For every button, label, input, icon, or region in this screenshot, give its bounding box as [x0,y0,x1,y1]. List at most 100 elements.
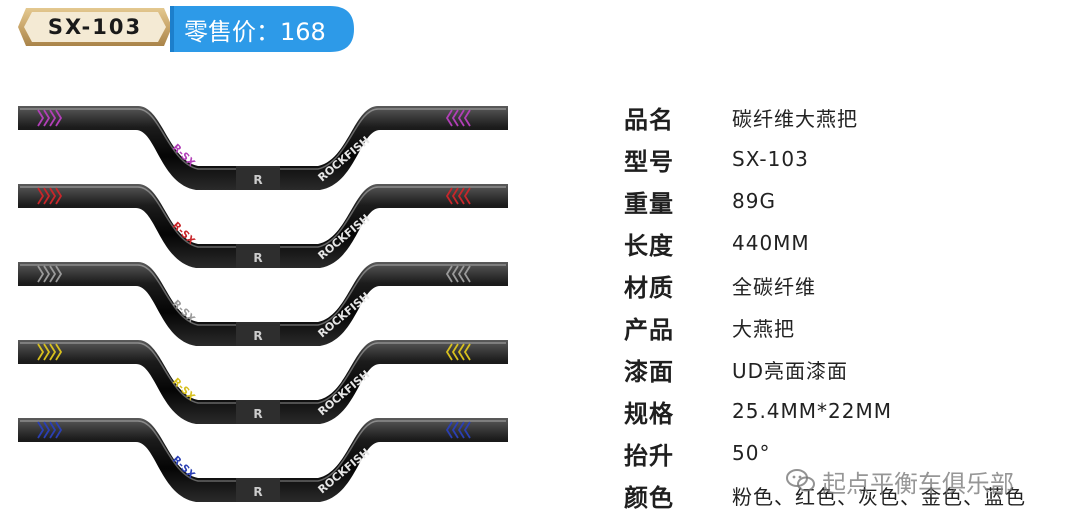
accent-chevron [445,109,453,127]
spec-label: 品名 [624,105,674,134]
price-label: 零售价：168 [184,17,326,46]
spec-label: 长度 [624,231,674,260]
accent-chevron [43,187,51,205]
brand-logo-icon: R [253,251,262,265]
clamp-section [236,166,280,190]
accent-chevron [49,109,57,127]
spec-label: 规格 [624,399,674,428]
wechat-icon [786,469,815,492]
spec-label: 产品 [624,315,674,344]
spec-list: 品名 碳纤维大燕把型号 SX-103 重量 89G 长度 440MM 材质 全碳纤维产品 大燕把漆… [624,96,1074,516]
accent-chevron [49,343,57,361]
accent-chevron [463,109,471,127]
spec-value: 粉色、红色、灰色、金色、蓝色 [732,484,1026,509]
handlebar-tube [18,106,508,190]
spec-label: 型号 [624,147,674,176]
spec-row: 重量 89G [624,180,1074,222]
brand-logo-icon: R [253,407,262,421]
brand-text: ROCKFISH [316,134,373,185]
spec-value: 25.4MM*22MM [732,399,893,423]
accent-chevron [457,265,465,283]
handlebar-tube [18,340,508,424]
accent-chevron [451,265,459,283]
clamp-section [236,322,280,346]
accent-chevron [463,265,471,283]
spec-value: UD亮面漆面 [732,358,849,383]
accent-chevron [43,109,51,127]
spec-row: 规格 25.4MM*22MM [624,390,1074,432]
accent-chevron [37,343,45,361]
accent-chevron [451,421,459,439]
accent-chevron [451,187,459,205]
accent-chevron [463,343,471,361]
accent-chevron [457,187,465,205]
accent-chevron [463,187,471,205]
accent-chevron [49,265,57,283]
spec-row: 材质 全碳纤维 [624,264,1074,306]
accent-chevron [55,343,63,361]
brand-text: ROCKFISH [316,368,373,419]
spec-label: 重量 [624,189,674,218]
accent-chevron [55,187,63,205]
spec-label: 漆面 [624,357,674,386]
brand-logo-icon: R [253,173,262,187]
model-badge-text: SX-103 [47,15,143,39]
brand-text: ROCKFISH [316,290,373,341]
handlebar-tube [18,184,508,268]
accent-chevron [43,265,51,283]
clamp-section [236,478,280,502]
price-badge: 零售价：168 [170,6,354,52]
accent-chevron [451,343,459,361]
spec-row: 颜色 粉色、红色、灰色、金色、蓝色 [624,474,1074,516]
model-badge: SX-103 [16,6,174,48]
accent-chevron [43,343,51,361]
clamp-section [236,400,280,424]
watermark-text: 起点平衡车俱乐部 [822,469,1014,498]
spec-row: 型号 SX-103 [624,138,1074,180]
spec-value: SX-103 [732,147,809,171]
accent-chevron [445,421,453,439]
accent-chevron [445,187,453,205]
spec-label: 颜色 [624,483,674,512]
accent-chevron [457,109,465,127]
accent-chevron [37,109,45,127]
watermark: 起点平衡车俱乐部 [786,464,1014,498]
spec-row: 品名 碳纤维大燕把 [624,96,1074,138]
spec-value: 碳纤维大燕把 [732,106,858,131]
spec-value: 440MM [732,231,810,255]
brand-text: ROCKFISH [316,446,373,497]
accent-chevron [43,421,51,439]
accent-chevron [451,109,459,127]
spec-label: 抬升 [624,441,674,470]
accent-chevron [37,265,45,283]
accent-chevron [37,421,45,439]
accent-chevron [55,265,63,283]
spec-value: 89G [732,189,776,213]
spec-row: 漆面 UD亮面漆面 [624,348,1074,390]
handlebar-tube [18,262,508,346]
accent-chevron [463,421,471,439]
spec-value: 全碳纤维 [732,274,816,299]
spec-value: 50° [732,441,771,465]
spec-row: 产品 大燕把 [624,306,1074,348]
accent-chevron [49,187,57,205]
spec-value: 大燕把 [732,316,795,341]
accent-chevron [37,187,45,205]
accent-chevron [55,109,63,127]
spec-row: 抬升 50° [624,432,1074,474]
accent-chevron [445,265,453,283]
spec-label: 材质 [624,273,674,302]
handlebar-tube [18,418,508,502]
accent-chevron [49,421,57,439]
accent-chevron [445,343,453,361]
spec-row: 长度 440MM [624,222,1074,264]
accent-chevron [457,343,465,361]
clamp-section [236,244,280,268]
brand-text: ROCKFISH [316,212,373,263]
accent-chevron [55,421,63,439]
